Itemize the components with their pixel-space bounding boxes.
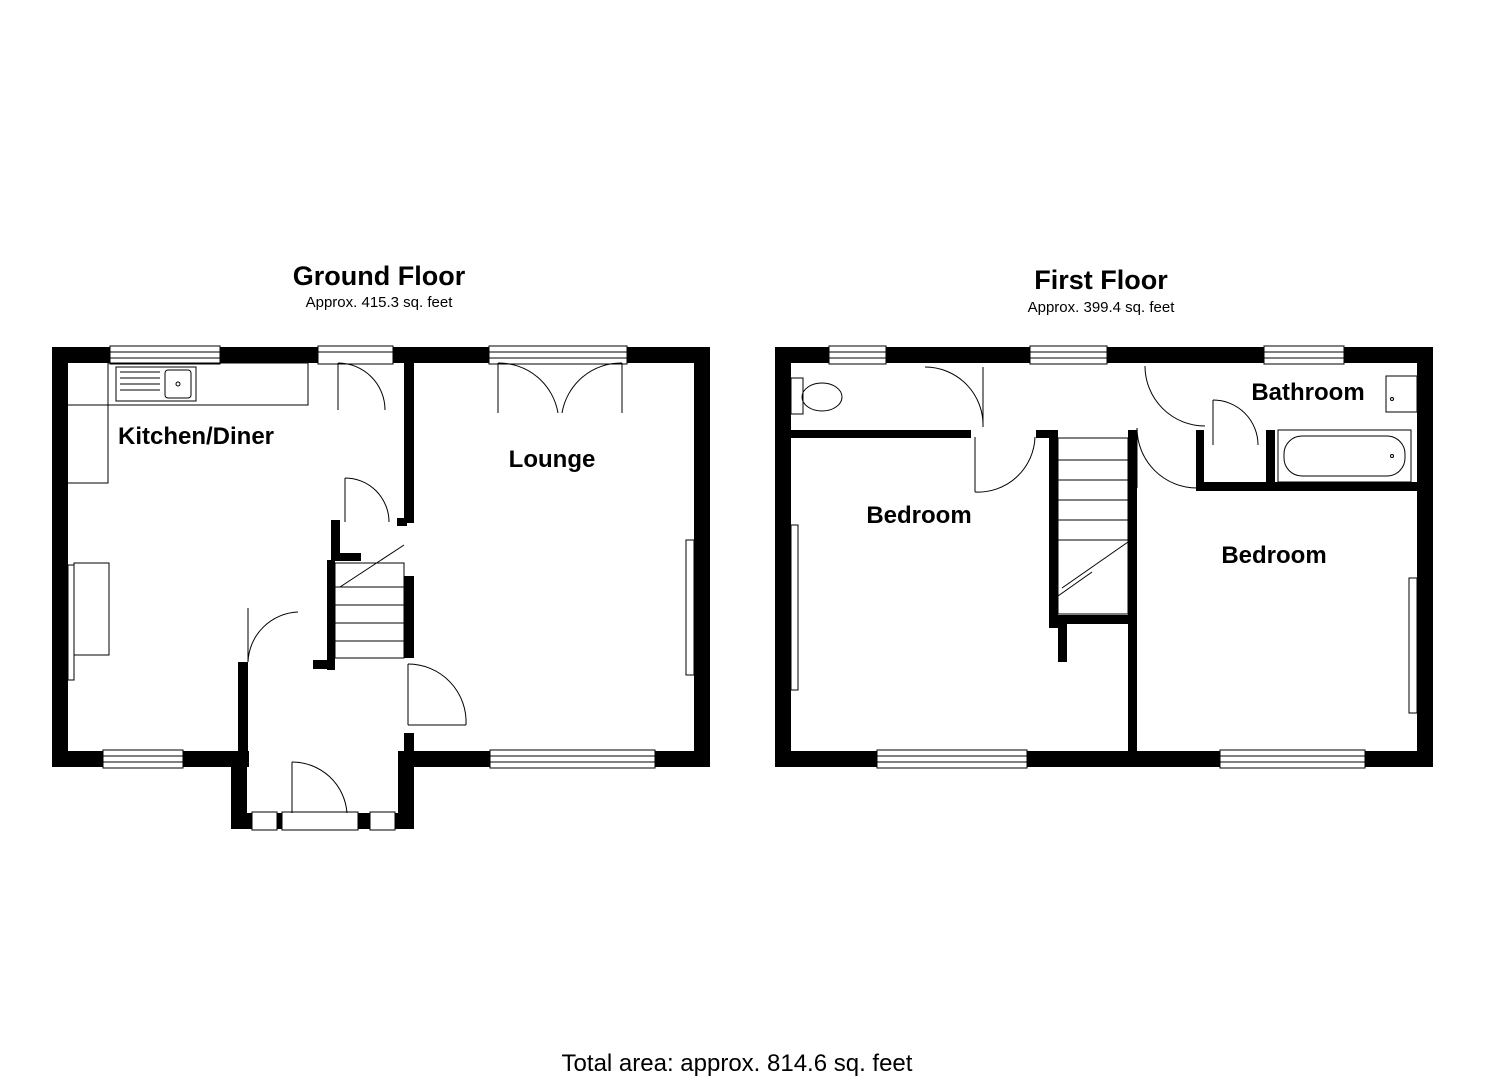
first-floor-stairs (1057, 437, 1129, 615)
room-label-kitchen: Kitchen/Diner (118, 423, 274, 450)
room-label-bathroom: Bathroom (1251, 379, 1364, 406)
ground-floor-doors (247, 362, 623, 814)
ground-floor-windows (67, 345, 695, 831)
first-floor-walls (775, 347, 1433, 767)
ground-floor-stairs (334, 544, 405, 659)
ground-floor-title: Ground Floor (293, 261, 466, 291)
first-floor-windows (790, 345, 1418, 769)
first-floor-title: First Floor (1034, 265, 1168, 295)
first-floor-plan: First Floor Approx. 399.4 sq. feet (775, 265, 1433, 769)
room-label-bedroom-right: Bedroom (1221, 542, 1326, 569)
bathroom-fittings (790, 375, 1418, 483)
first-floor-doors (924, 365, 1259, 493)
total-area: Total area: approx. 814.6 sq. feet (562, 1050, 913, 1077)
first-floor-area: Approx. 399.4 sq. feet (1028, 299, 1176, 316)
ground-floor-area: Approx. 415.3 sq. feet (306, 294, 454, 311)
room-label-bedroom-left: Bedroom (866, 502, 971, 529)
kitchen-units (68, 362, 309, 656)
room-label-lounge: Lounge (509, 446, 596, 473)
ground-floor-plan: Ground Floor Approx. 415.3 sq. feet (52, 261, 710, 831)
